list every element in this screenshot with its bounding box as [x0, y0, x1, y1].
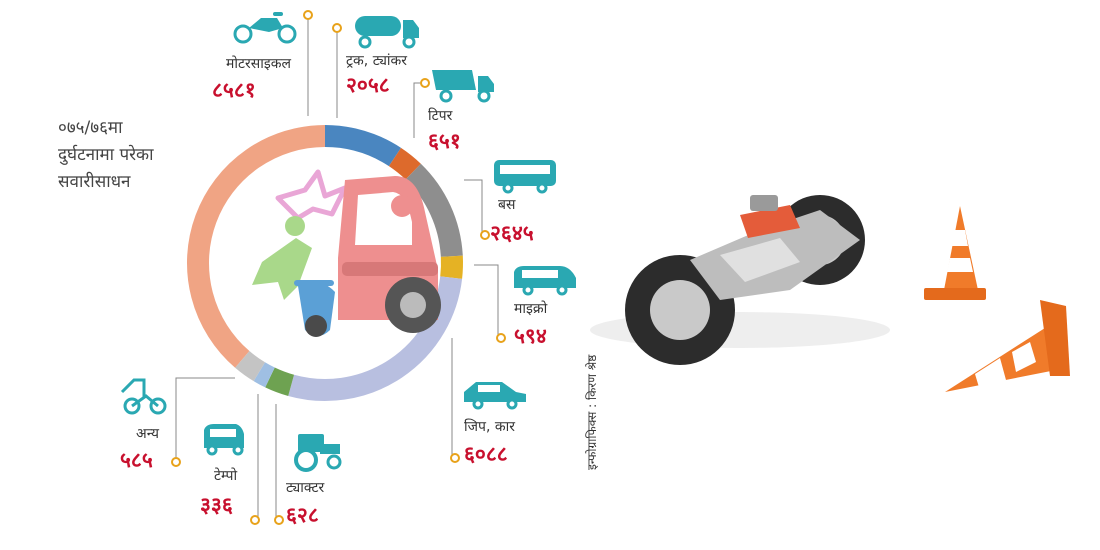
- value-micro: ५९४: [514, 324, 547, 348]
- value-jeep-car: ६०८८: [464, 442, 508, 466]
- tempo-icon: [204, 424, 244, 456]
- dot-micro: [496, 333, 506, 343]
- donut-slice-2: [324, 125, 402, 167]
- donut-slice-9: [235, 350, 266, 382]
- bus-icon: [494, 160, 556, 194]
- title-line-1: ०७५/७६मा: [58, 118, 123, 138]
- donut-slice-6: [288, 276, 463, 401]
- dot-bus: [480, 230, 490, 240]
- truck-hub-icon: [400, 292, 426, 318]
- value-tempo: ३३६: [200, 493, 233, 517]
- label-bus: बस: [498, 197, 516, 213]
- label-tempo: टेम्पो: [214, 467, 237, 484]
- leader-other: [175, 377, 235, 460]
- label-micro: माइक्रो: [514, 300, 548, 317]
- dot-other: [171, 457, 181, 467]
- label-jeep-car: जिप, कार: [464, 418, 515, 435]
- dot-tipper: [420, 78, 430, 88]
- crash-illustration: [252, 169, 441, 337]
- truck-bumper-icon: [342, 262, 438, 276]
- value-truck-tanker: २०५८: [346, 73, 390, 97]
- tractor-icon: [294, 434, 342, 472]
- dot-jeep-car: [450, 453, 460, 463]
- truck-driver-icon: [391, 195, 413, 217]
- dot-truck-tanker: [332, 23, 342, 33]
- chart-title: ०७५/७६मा दुर्घटनामा परेका सवारीसाधन: [58, 118, 154, 192]
- leader-bus: [464, 179, 483, 232]
- value-tipper: ६५१: [428, 129, 461, 153]
- traffic-cone-fallen: [945, 300, 1070, 394]
- category-labels: मोटरसाइकल ८५८१ ट्रक, ट्यांकर २०५८ टिपर ६…: [120, 53, 548, 527]
- donut-slice-1: [187, 125, 326, 368]
- donut-slice-7: [265, 367, 295, 396]
- car-icon: [464, 382, 526, 410]
- tanker-truck-icon: [355, 16, 419, 49]
- microbus-icon: [514, 266, 576, 296]
- scooter-icon: [294, 280, 335, 337]
- label-tractor: ट्याक्टर: [286, 480, 325, 496]
- value-tractor: ६२८: [286, 503, 319, 527]
- value-other: ५८५: [120, 448, 153, 472]
- traffic-cone-upright: [924, 206, 986, 300]
- title-line-3: सवारीसाधन: [58, 171, 131, 192]
- dot-motorcycle: [303, 10, 313, 20]
- label-truck-tanker: ट्रक, ट्यांकर: [346, 53, 407, 69]
- leader-dots: [171, 10, 506, 525]
- value-bus: २६४५: [490, 221, 534, 245]
- credit-text: इन्फोग्राफिक्स : किरण श्रेष्ठ: [585, 354, 599, 470]
- rickshaw-icon: [120, 378, 167, 415]
- label-other: अन्य: [136, 426, 160, 442]
- donut-slice-8: [253, 362, 275, 388]
- motorcycle-icon: [233, 12, 297, 44]
- crashed-motorcycle-photo: [590, 195, 890, 365]
- dot-tempo: [250, 515, 260, 525]
- donut-slice-3: [388, 147, 421, 180]
- donut-slice-5: [440, 255, 463, 279]
- label-tipper: टिपर: [428, 107, 453, 124]
- tipper-truck-icon: [432, 70, 494, 103]
- title-line-2: दुर्घटनामा परेका: [58, 144, 154, 165]
- leader-micro: [474, 264, 499, 338]
- leader-tipper: [413, 82, 422, 138]
- vehicle-icons: [120, 12, 576, 472]
- impact-burst-icon: [275, 169, 348, 221]
- value-motorcycle: ८५८१: [212, 78, 256, 102]
- donut-slice-4: [405, 163, 463, 258]
- dot-tractor: [274, 515, 284, 525]
- leader-lines: [175, 18, 499, 520]
- label-motorcycle: मोटरसाइकल: [226, 55, 291, 72]
- donut-chart: [187, 125, 463, 401]
